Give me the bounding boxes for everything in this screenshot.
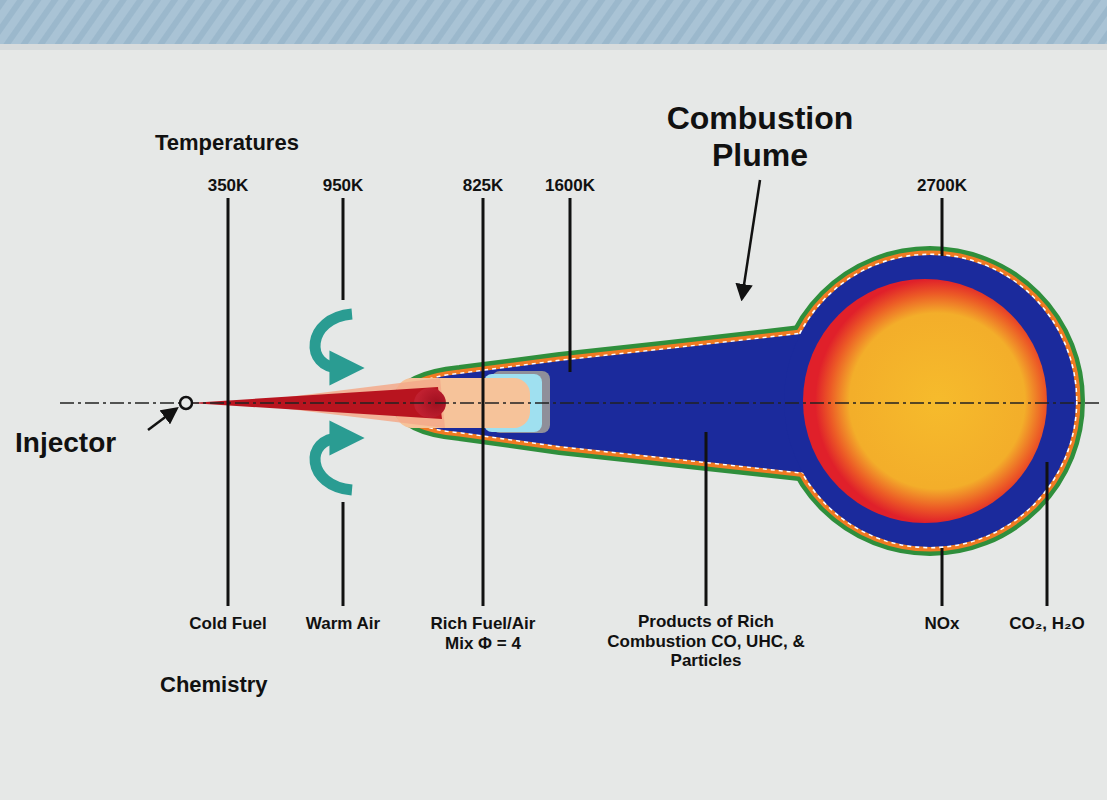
temperature-value: 825K xyxy=(463,176,504,196)
chemistry-label: NOx xyxy=(925,614,960,634)
leader-arrow xyxy=(742,180,760,298)
axis-heading: Temperatures xyxy=(155,130,299,155)
hot-zone xyxy=(803,279,1047,523)
chemistry-label: Cold Fuel xyxy=(189,614,266,634)
leader-arrow xyxy=(148,409,176,430)
center-axis xyxy=(60,402,1100,404)
station-lines xyxy=(228,198,1047,606)
injector-symbol xyxy=(180,397,192,409)
temperature-value: 950K xyxy=(323,176,364,196)
screen-band xyxy=(0,0,1107,44)
swirl-arrow xyxy=(315,438,352,490)
chemistry-label: Rich Fuel/Air Mix Φ = 4 xyxy=(418,614,548,653)
part-name: Injector xyxy=(15,427,116,459)
temperature-value: 350K xyxy=(208,176,249,196)
chemistry-label: Products of Rich Combustion CO, UHC, & P… xyxy=(604,612,809,671)
screen-edge xyxy=(0,44,1107,50)
chemistry-label: CO₂, H₂O xyxy=(1009,614,1085,634)
chemistry-label: Warm Air xyxy=(306,614,380,634)
axis-heading: Chemistry xyxy=(160,672,268,697)
temperature-value: 2700K xyxy=(917,176,967,196)
swirl-arrow xyxy=(315,314,352,368)
temperature-value: 1600K xyxy=(545,176,595,196)
plume-title: Combustion Plume xyxy=(630,100,890,174)
